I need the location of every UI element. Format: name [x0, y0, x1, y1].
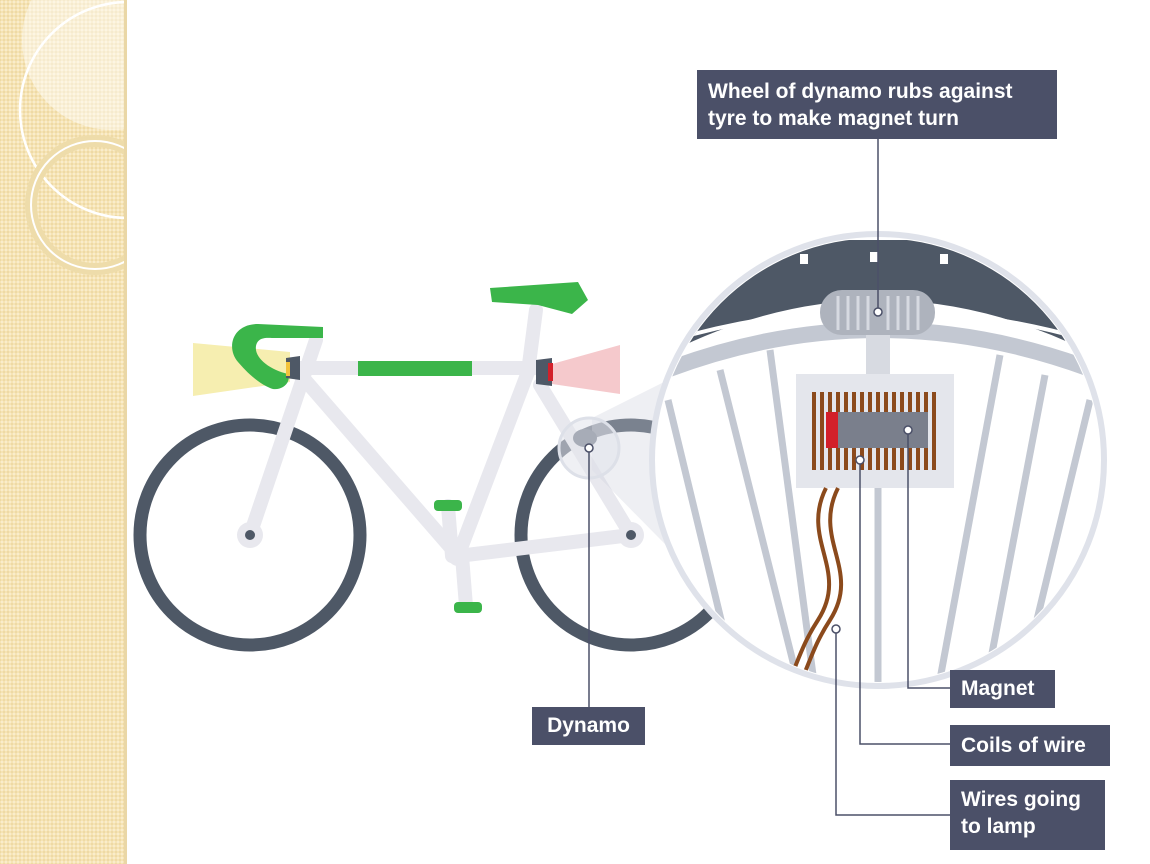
label-dynamo-wheel-line1: Wheel of dynamo rubs against — [708, 80, 1013, 103]
front-hub-axle — [245, 530, 255, 540]
label-magnet: Magnet — [950, 670, 1055, 708]
frame-stripe — [358, 361, 472, 376]
label-wires-line2: to lamp — [961, 815, 1036, 838]
wheel-leader-dot — [873, 307, 883, 317]
wire-1 — [791, 487, 832, 673]
front-lamp-glow — [286, 362, 290, 376]
label-wires-to-lamp: Wires going to lamp — [950, 780, 1105, 850]
sidebar-ring-large — [18, 0, 127, 220]
wires-leader-dot — [831, 624, 841, 634]
magnet-north-pole — [826, 412, 838, 448]
label-dynamo: Dynamo — [532, 707, 645, 745]
crank-hub — [448, 546, 468, 566]
dynamo-body — [573, 429, 597, 447]
rear-hub-axle — [626, 530, 636, 540]
lower-pedal — [454, 602, 482, 613]
rear-lamp-glow — [548, 363, 553, 381]
sidebar-circle-fill — [22, 0, 127, 130]
slide-sidebar — [0, 0, 127, 864]
label-wires-line1: Wires going — [961, 788, 1081, 811]
wire-2 — [803, 487, 844, 673]
upper-pedal — [434, 500, 462, 511]
front-wheel — [133, 418, 367, 652]
leader-lines — [835, 139, 950, 816]
dynamo-leader-dot — [584, 443, 594, 453]
label-dynamo-wheel: Wheel of dynamo rubs against tyre to mak… — [697, 70, 1057, 139]
label-coils-of-wire: Coils of wire — [950, 725, 1110, 766]
rear-light-beam — [552, 345, 620, 394]
handlebar — [232, 324, 323, 390]
saddle — [490, 282, 588, 314]
coils-leader-dot — [855, 455, 865, 465]
sidebar-edge — [124, 0, 127, 864]
sidebar-decoration — [18, 0, 127, 275]
label-dynamo-wheel-line2: tyre to make magnet turn — [708, 107, 959, 130]
sidebar-ring-thin — [30, 140, 127, 270]
magnet-leader-dot — [903, 425, 913, 435]
